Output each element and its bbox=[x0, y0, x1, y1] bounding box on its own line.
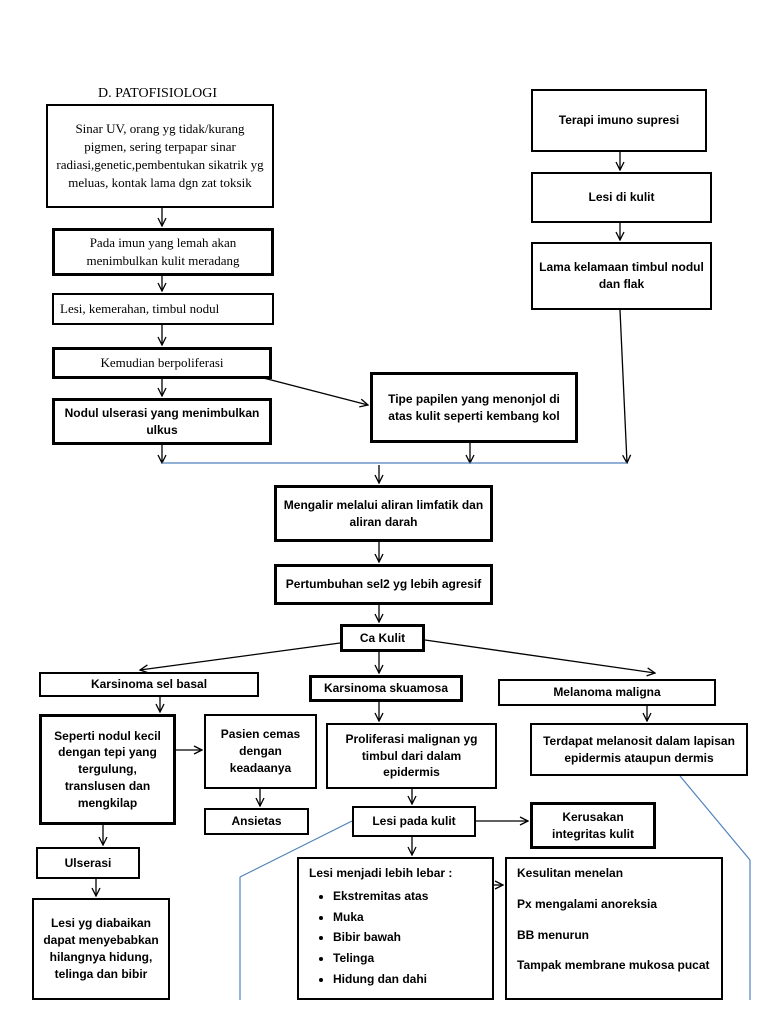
papilla-text: Tipe papilen yang menonjol di atas kulit… bbox=[388, 391, 560, 423]
list-item: Ekstremitas atas bbox=[333, 888, 428, 905]
arrow-ca-melanoma bbox=[424, 639, 655, 673]
wider-lesion-list: Ekstremitas atas Muka Bibir bawah Teling… bbox=[309, 888, 428, 992]
melanoma-desc-text: Terdapat melanosit dalam lapisan epiderm… bbox=[543, 733, 735, 765]
page-title: D. PATOFISIOLOGI bbox=[98, 86, 218, 101]
bcc-box: Karsinoma sel basal bbox=[39, 672, 259, 697]
list-item: Telinga bbox=[333, 950, 428, 967]
anxious-box: Pasien cemas dengan keadaanya bbox=[204, 714, 317, 789]
skin-lesion-text: Lesi di kulit bbox=[588, 190, 655, 205]
anxious-text: Pasien cemas dengan keadaanya bbox=[220, 727, 301, 775]
aggressive-growth-box: Pertumbuhan sel2 yg lebih agresif bbox=[274, 564, 493, 605]
lymph-flow-text: Mengalir melalui aliran limfatik dan ali… bbox=[283, 497, 484, 529]
symptoms-box: Kesulitan menelan Px mengalami anoreksia… bbox=[505, 857, 723, 1000]
arrow-prolif-papilla bbox=[247, 373, 368, 405]
bcc-text: Karsinoma sel basal bbox=[90, 677, 208, 692]
wider-lesion-box: Lesi menjadi lebih lebar : Ekstremitas a… bbox=[297, 857, 494, 1000]
scc-desc-box: Proliferasi malignan yg timbul dari dala… bbox=[326, 723, 497, 789]
immuno-therapy-box: Terapi imuno supresi bbox=[531, 89, 707, 152]
weak-immune-text: Pada imun yang lemah akan menimbulkan ku… bbox=[86, 234, 240, 268]
skin-lesion-box: Lesi di kulit bbox=[531, 172, 712, 223]
bcc-desc-box: Seperti nodul kecil dengan tepi yang ter… bbox=[39, 714, 176, 825]
skin-integrity-box: Kerusakan integritas kulit bbox=[530, 802, 656, 849]
skin-lesion2-text: Lesi pada kulit bbox=[372, 814, 456, 829]
ca-kulit-box: Ca Kulit bbox=[340, 624, 425, 652]
melanoma-desc-box: Terdapat melanosit dalam lapisan epiderm… bbox=[530, 723, 748, 776]
melanoma-box: Melanoma maligna bbox=[498, 679, 716, 706]
lesion-nodule-box: Lesi, kemerahan, timbul nodul bbox=[52, 293, 274, 325]
wider-lesion-heading: Lesi menjadi lebih lebar : bbox=[309, 866, 453, 880]
scc-desc-text: Proliferasi malignan yg timbul dari dala… bbox=[345, 731, 478, 780]
bcc-desc-text: Seperti nodul kecil dengan tepi yang ter… bbox=[54, 728, 161, 810]
proliferate-text: Kemudian berpoliferasi bbox=[100, 354, 224, 370]
ulcer-nodule-text: Nodul ulserasi yang menimbulkan ulkus bbox=[64, 405, 260, 437]
papilla-box: Tipe papilen yang menonjol di atas kulit… bbox=[370, 372, 578, 443]
blue-line-left bbox=[239, 820, 353, 878]
ca-kulit-text: Ca Kulit bbox=[359, 630, 406, 645]
symptom-item: Tampak membrane mukosa pucat bbox=[517, 958, 710, 973]
arrow-nodule-join bbox=[619, 309, 627, 463]
weak-immune-box: Pada imun yang lemah akan menimbulkan ku… bbox=[52, 228, 274, 276]
immuno-therapy-text: Terapi imuno supresi bbox=[558, 113, 680, 128]
skin-integrity-text: Kerusakan integritas kulit bbox=[551, 809, 634, 841]
scc-text: Karsinoma skuamosa bbox=[323, 681, 449, 696]
ulcer-nodule-box: Nodul ulserasi yang menimbulkan ulkus bbox=[52, 398, 272, 445]
cause-box: Sinar UV, orang yg tidak/kurang pigmen, … bbox=[46, 104, 274, 208]
ansietas-box: Ansietas bbox=[204, 808, 309, 835]
list-item: Muka bbox=[333, 909, 428, 926]
ulserasi-box: Ulserasi bbox=[36, 847, 140, 879]
melanoma-text: Melanoma maligna bbox=[553, 685, 661, 700]
lesion-nodule-text: Lesi, kemerahan, timbul nodul bbox=[60, 300, 220, 316]
cause-text: Sinar UV, orang yg tidak/kurang pigmen, … bbox=[56, 120, 264, 191]
aggressive-growth-text: Pertumbuhan sel2 yg lebih agresif bbox=[285, 577, 482, 592]
nodule-flak-text: Lama kelamaan timbul nodul dan flak bbox=[539, 260, 704, 291]
ulser-effect-text: Lesi yg diabaikan dapat menyebabkan hila… bbox=[43, 916, 159, 981]
lymph-flow-box: Mengalir melalui aliran limfatik dan ali… bbox=[274, 485, 493, 542]
ulserasi-text: Ulserasi bbox=[64, 855, 112, 870]
list-item: Bibir bawah bbox=[333, 929, 428, 946]
symptom-item: Kesulitan menelan bbox=[517, 866, 624, 880]
blue-line-right bbox=[679, 775, 751, 861]
list-item: Hidung dan dahi bbox=[333, 971, 428, 988]
nodule-flak-box: Lama kelamaan timbul nodul dan flak bbox=[531, 242, 712, 310]
ansietas-text: Ansietas bbox=[231, 814, 282, 829]
proliferate-box: Kemudian berpoliferasi bbox=[52, 347, 272, 379]
arrow-ca-bcc bbox=[140, 642, 341, 670]
symptom-item: BB menurun bbox=[517, 927, 589, 942]
scc-box: Karsinoma skuamosa bbox=[309, 675, 463, 702]
skin-lesion2-box: Lesi pada kulit bbox=[352, 806, 476, 837]
ulser-effect-box: Lesi yg diabaikan dapat menyebabkan hila… bbox=[32, 898, 170, 1000]
symptom-item: Px mengalami anoreksia bbox=[517, 896, 658, 911]
